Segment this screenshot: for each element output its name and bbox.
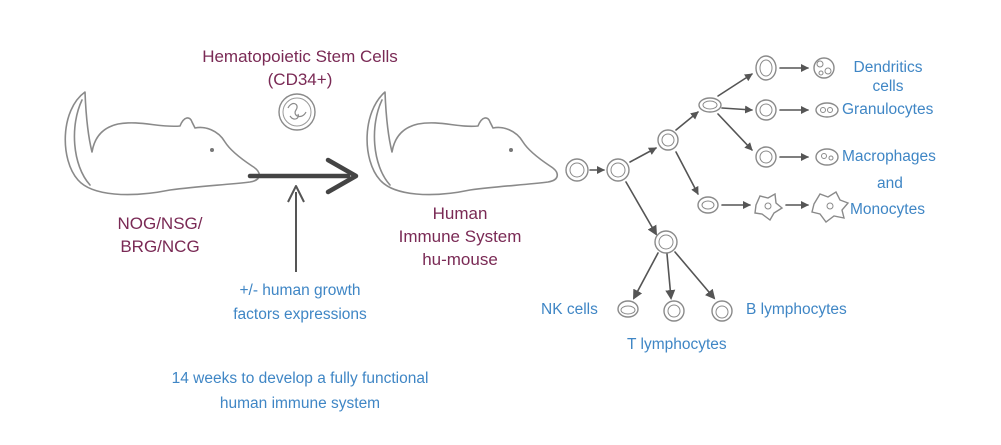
root-cell-b bbox=[606, 158, 630, 182]
hsc-subtitle: (CD34+) bbox=[267, 69, 333, 89]
mouse-icon-left bbox=[64, 91, 261, 196]
dendritic-line-2: cells bbox=[872, 78, 904, 96]
growth-factor-label: +/- human growth factors expressions bbox=[205, 279, 395, 327]
macrophage-icon bbox=[815, 148, 839, 166]
timeline-line-1: 14 weeks to develop a fully functional bbox=[171, 370, 429, 387]
nk-cells-label: NK cells bbox=[541, 301, 598, 318]
growth-line-2: factors expressions bbox=[233, 306, 367, 324]
humanized-line-3: hu-mouse bbox=[422, 249, 498, 269]
humanized-line-2: Immune System bbox=[398, 226, 522, 246]
macrophage-large-icon bbox=[811, 190, 850, 223]
lymphoid-progenitor bbox=[654, 230, 678, 254]
root-cell-a bbox=[565, 158, 589, 182]
stem-cell-icon bbox=[278, 93, 316, 131]
humanized-mouse-label: Human Immune System hu-mouse bbox=[380, 203, 540, 272]
b-cell-icon bbox=[711, 300, 733, 322]
monocyte-precursor bbox=[697, 196, 719, 214]
dendritic-line-1: Dendritics bbox=[853, 59, 923, 76]
humanized-line-1: Human bbox=[432, 204, 488, 223]
macrophages-label: Macrophages bbox=[842, 148, 936, 165]
dendritic-label: Dendritics cells bbox=[838, 58, 938, 97]
granulocyte-precursor bbox=[755, 99, 777, 121]
myeloid-intermediate bbox=[698, 97, 722, 113]
timeline-label: 14 weeks to develop a fully functional h… bbox=[140, 367, 460, 417]
nk-cell-icon bbox=[617, 300, 639, 318]
timeline-line-2: human immune system bbox=[219, 394, 381, 412]
macrophage-precursor bbox=[755, 146, 777, 168]
lineage-tree bbox=[565, 55, 850, 322]
strain-line-1: NOG/NSG/ bbox=[117, 214, 203, 233]
growth-factor-arrow bbox=[287, 185, 305, 272]
hsc-title: Hematopoietic Stem Cells bbox=[202, 47, 398, 66]
granulocyte-icon bbox=[815, 102, 839, 118]
dendritic-precursor bbox=[755, 55, 777, 81]
monocytes-label: Monocytes bbox=[850, 201, 925, 218]
t-cell-icon bbox=[663, 300, 685, 322]
b-lymphocytes-label: B lymphocytes bbox=[746, 301, 847, 318]
myeloid-progenitor bbox=[657, 129, 679, 151]
and-label: and bbox=[877, 175, 903, 192]
mouse-icon-right bbox=[366, 91, 559, 196]
monocyte-icon-small bbox=[754, 192, 784, 222]
strain-line-2: BRG/NCG bbox=[120, 236, 200, 256]
mouse-strain-label: NOG/NSG/ BRG/NCG bbox=[90, 213, 230, 259]
transplant-arrow bbox=[247, 157, 359, 195]
dendritic-cell-icon bbox=[813, 57, 835, 79]
t-lymphocytes-label: T lymphocytes bbox=[627, 336, 727, 353]
hsc-label: Hematopoietic Stem Cells (CD34+) bbox=[180, 46, 420, 92]
growth-line-1: +/- human growth bbox=[239, 282, 361, 299]
granulocytes-label: Granulocytes bbox=[842, 101, 934, 118]
